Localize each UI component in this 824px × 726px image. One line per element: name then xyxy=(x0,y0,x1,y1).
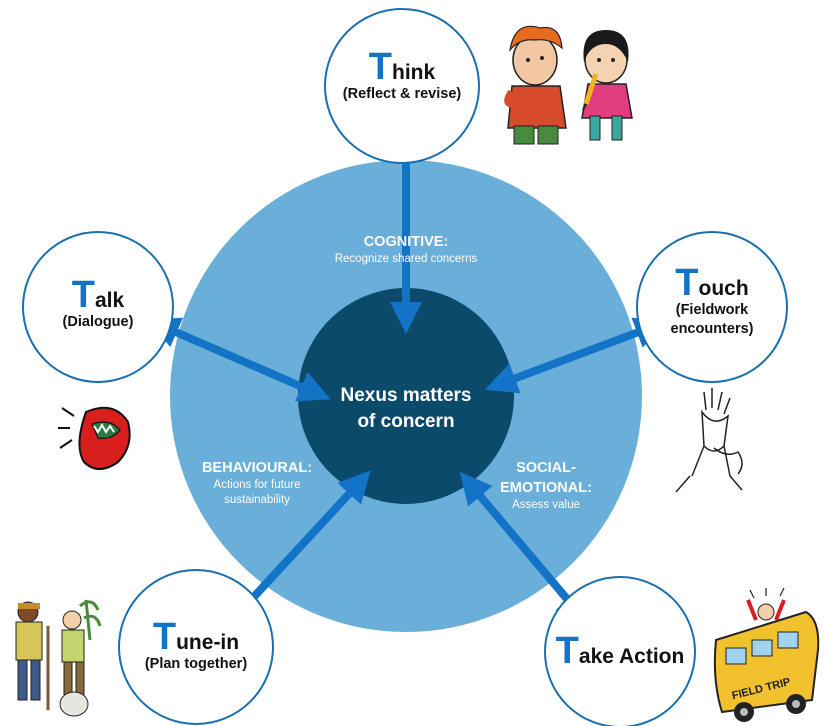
node-touch-subtitle-2: encounters) xyxy=(670,321,754,337)
domain-social-text: Assess value xyxy=(512,499,580,511)
node-tunein-label: Tune-in (Plan together) xyxy=(121,618,271,674)
node-touch-subtitle-1: (Fieldwork xyxy=(675,302,749,318)
node-talk-word: alk xyxy=(95,289,125,312)
node-takeaction-letter: T xyxy=(555,630,579,672)
domain-cognitive: COGNITIVE: Recognize shared concerns xyxy=(286,232,526,267)
arrow-takeaction xyxy=(459,471,589,625)
domain-behavioural: BEHAVIOURAL: Actions for future sustaina… xyxy=(192,458,322,508)
node-touch-circle xyxy=(636,231,788,383)
node-tunein-letter: T xyxy=(152,616,177,658)
domain-behavioural-line-1: Actions for future xyxy=(213,479,301,491)
node-takeaction-label: Take Action xyxy=(545,632,695,670)
domain-cognitive-heading: COGNITIVE: xyxy=(363,234,449,250)
node-talk-circle xyxy=(22,231,174,383)
node-talk-label: Talk (Dialogue) xyxy=(28,276,168,332)
arrow-touch xyxy=(485,317,667,394)
node-takeaction-title: Take Action xyxy=(545,632,695,670)
node-takeaction-word: ake Action xyxy=(578,645,685,668)
node-takeaction-circle xyxy=(544,576,696,726)
node-think-label: Think (Reflect & revise) xyxy=(327,48,477,104)
touching-hands-illustration xyxy=(675,388,743,493)
talking-mouth-illustration xyxy=(58,406,131,470)
domain-behavioural-line-2: sustainability xyxy=(224,494,290,506)
center-label: Nexus matters of concern xyxy=(316,383,496,435)
domain-behavioural-heading: BEHAVIOURAL: xyxy=(201,460,313,476)
gardeners-illustration xyxy=(15,599,102,717)
node-think-letter: T xyxy=(368,46,393,88)
domain-social-heading-1: SOCIAL- xyxy=(516,460,576,476)
center-line-1: Nexus matters xyxy=(340,385,472,406)
node-talk-letter: T xyxy=(71,274,95,316)
node-touch-word: ouch xyxy=(698,277,749,300)
domain-social-emotional: SOCIAL- EMOTIONAL: Assess value xyxy=(496,458,596,513)
node-tunein-subtitle: (Plan together) xyxy=(144,656,248,672)
center-line-2: of concern xyxy=(357,411,455,432)
node-think-subtitle: (Reflect & revise) xyxy=(342,86,462,102)
node-touch-title: Touch xyxy=(642,264,782,302)
node-tunein-title: Tune-in xyxy=(121,618,271,656)
node-talk-subtitle: (Dialogue) xyxy=(62,314,134,330)
node-think-circle xyxy=(324,8,480,164)
thinking-kids-illustration xyxy=(504,25,633,145)
center-circle xyxy=(298,288,514,504)
domain-cognitive-text: Recognize shared concerns xyxy=(334,253,478,265)
arrow-talk xyxy=(147,317,331,402)
node-think-word: hink xyxy=(392,61,436,84)
node-talk-title: Talk xyxy=(28,276,168,314)
domain-social-heading-2: EMOTIONAL: xyxy=(500,480,592,496)
node-tunein-word: une-in xyxy=(176,631,240,654)
node-think-title: Think xyxy=(327,48,477,86)
field-trip-bus-illustration: FIELD TRIP xyxy=(713,587,820,722)
arrow-tunein xyxy=(227,470,371,626)
node-tunein-circle xyxy=(118,569,274,725)
node-touch-label: Touch (Fieldwork encounters) xyxy=(642,264,782,339)
node-touch-letter: T xyxy=(675,262,699,304)
